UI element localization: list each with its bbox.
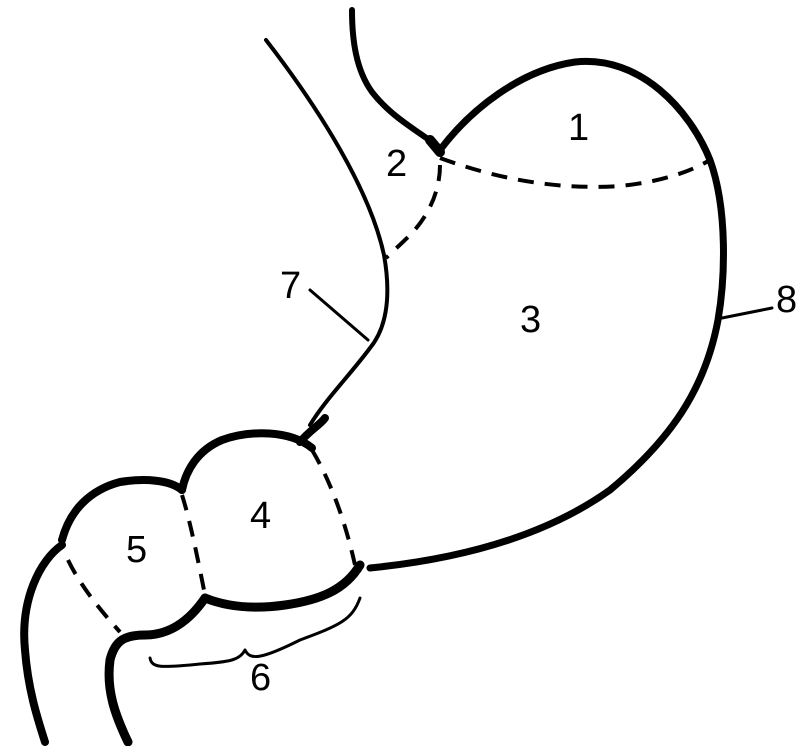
body-antrum-boundary [312, 450, 355, 565]
duodenum-outer-wall [24, 545, 62, 742]
fundus-body-boundary [440, 158, 710, 187]
pylorus-duodenum-boundary [68, 560, 120, 632]
label-8-leader [722, 308, 772, 318]
antrum-lower-wall [205, 565, 360, 607]
label-4: 4 [250, 495, 271, 537]
label-5: 5 [126, 529, 147, 571]
antrum-pylorus-boundary [182, 495, 205, 595]
label-7: 7 [280, 265, 301, 307]
antrum-upper-wall [182, 433, 312, 490]
pylorus-upper-wall [62, 480, 182, 540]
pylorus-lower-wall [109, 598, 205, 742]
label-6: 6 [250, 657, 271, 699]
label-7-leader [310, 290, 368, 340]
label-2: 2 [386, 143, 407, 185]
label-3: 3 [520, 299, 541, 341]
esophagus-right-wall [352, 10, 440, 148]
esophagus-left-wall [266, 40, 387, 425]
label-1: 1 [568, 107, 589, 149]
label-8: 8 [776, 279, 797, 321]
